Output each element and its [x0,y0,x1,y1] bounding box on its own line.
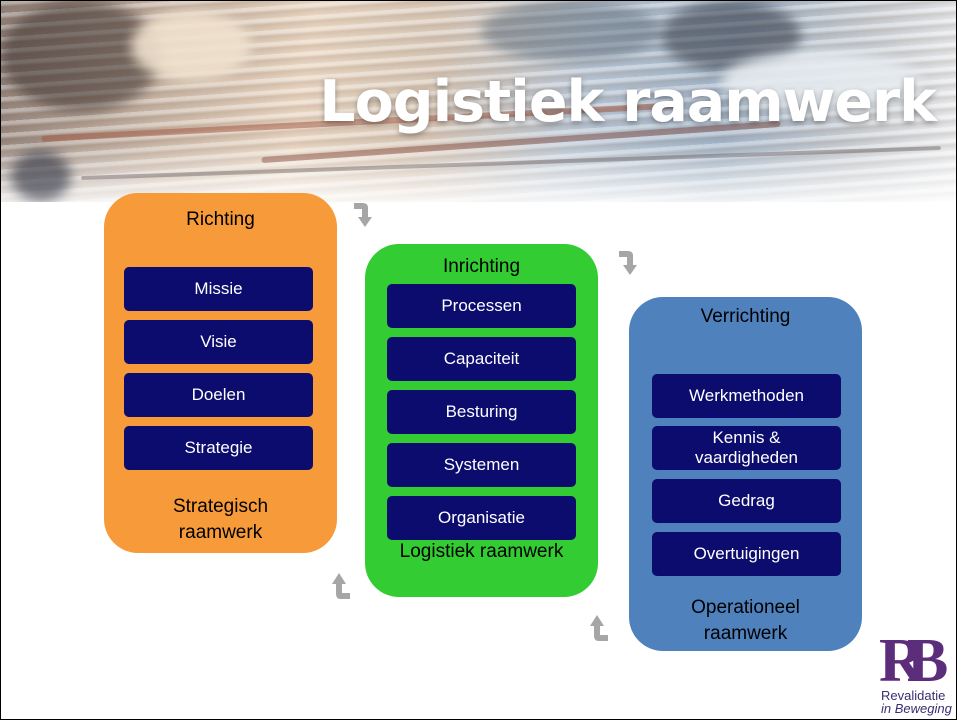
list-item-besturing: Besturing [387,390,576,434]
curved-arrow-up-icon [590,615,608,641]
panel-footer-line: raamwerk [178,522,263,543]
svg-text:R: R [879,627,925,695]
list-item-gedrag: Gedrag [652,479,841,523]
page-title: Logistiek raamwerk [319,69,937,135]
list-item-systemen: Systemen [387,443,576,487]
header-banner-image [1,1,956,202]
list-item-visie: Visie [124,320,313,364]
panel-heading: Richting [186,209,255,230]
list-item-overtuigingen: Overtuigingen [652,532,841,576]
curved-arrow-up-icon [332,573,350,599]
logo-caption: Revalidatie in Beweging [881,688,956,716]
list-item-strategie: Strategie [124,426,313,470]
panel-footer: Logistiek raamwerk [399,541,564,562]
panel-footer-line: raamwerk [703,623,788,644]
list-item-processen: Processen [387,284,576,328]
list-item-missie: Missie [124,267,313,311]
curved-arrow-down-icon [619,251,637,275]
panel-heading: Inrichting [442,256,521,277]
strategic-framework-panel: Richting Missie Visie Doelen Strategie S… [104,193,337,553]
logo-caption-line: Revalidatie [881,688,946,703]
list-item-capaciteit: Capaciteit [387,337,576,381]
svg-text:B: B [907,627,948,695]
panel-heading: Verrichting [700,306,791,327]
panel-footer-line: Strategisch [172,496,269,517]
curved-arrow-down-icon [354,203,372,227]
list-item-werkmethoden: Werkmethoden [652,374,841,418]
list-item-organisatie: Organisatie [387,496,576,540]
logo-caption-line: in Beweging [881,701,952,716]
list-item-kennis-vaardigheden: Kennis & vaardigheden [652,426,841,470]
panel-footer-line: Operationeel [691,597,800,618]
revalidatie-in-beweging-logo: R B [879,627,948,695]
item-text-line: Kennis & [712,428,781,447]
panel-footer: Strategisch raamwerk [104,494,337,546]
item-text-line: vaardigheden [694,448,799,467]
logistic-framework-panel: Inrichting Processen Capaciteit Besturin… [365,244,598,597]
operational-framework-panel: Verrichting Werkmethoden Kennis & vaardi… [629,297,862,651]
list-item-doelen: Doelen [124,373,313,417]
panel-footer: Operationeel raamwerk [629,595,862,647]
